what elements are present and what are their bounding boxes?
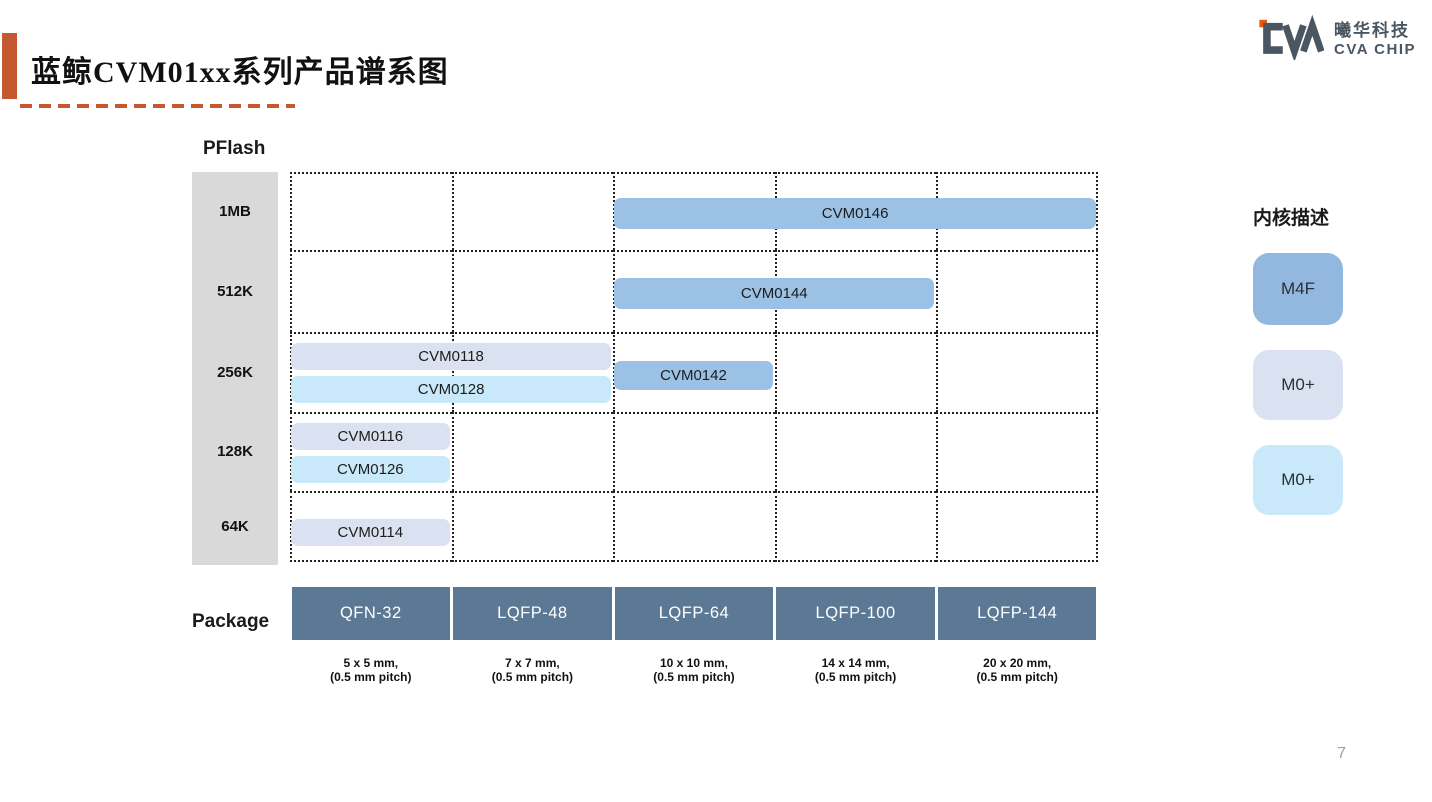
legend-core-m4f: M4F <box>1253 253 1343 325</box>
grid-cell <box>451 491 614 562</box>
flash-size-label-1mb: 1MB <box>219 202 251 220</box>
legend-core-m0p: M0+ <box>1253 350 1343 420</box>
product-bar-cvm0118: CVM0118 <box>291 343 612 370</box>
grid-cell <box>290 412 452 491</box>
grid-cell <box>774 332 937 412</box>
product-bar-cvm0128: CVM0128 <box>291 376 612 403</box>
grid-cell <box>774 412 937 491</box>
y-axis-title: PFlash <box>203 138 266 159</box>
logo-text: 曦华科技 CVA CHIP <box>1334 21 1416 58</box>
grid-cell <box>451 412 614 491</box>
grid-cell <box>613 491 775 562</box>
grid-cell <box>936 250 1098 332</box>
legend-title: 内核描述 <box>1253 208 1330 229</box>
grid-cell <box>451 250 614 332</box>
grid-cell <box>613 172 775 250</box>
grid-cell <box>613 412 775 491</box>
package-dimension-lqfp-64: 10 x 10 mm,(0.5 mm pitch) <box>653 656 735 684</box>
grid-cell <box>290 172 452 250</box>
grid-cell <box>451 332 614 412</box>
grid-cell <box>774 491 937 562</box>
package-header-lqfp-48: LQFP-48 <box>453 587 612 640</box>
package-dimension-lqfp-144: 20 x 20 mm,(0.5 mm pitch) <box>976 656 1058 684</box>
page-title: 蓝鲸CVM01xx系列产品谱系图 <box>31 56 449 89</box>
flash-size-label-256k: 256K <box>217 363 253 381</box>
grid-cell <box>451 172 614 250</box>
page-number: 7 <box>1337 745 1346 762</box>
title-accent-bar <box>2 33 17 99</box>
x-axis-title: Package <box>192 611 270 632</box>
product-bar-cvm0144: CVM0144 <box>614 277 935 309</box>
grid-cell <box>290 491 452 562</box>
product-bar-cvm0116: CVM0116 <box>291 423 450 450</box>
package-dimension-lqfp-100: 14 x 14 mm,(0.5 mm pitch) <box>814 656 897 684</box>
grid-cell <box>936 491 1098 562</box>
grid-cell <box>290 332 452 412</box>
flash-size-label-512k: 512K <box>217 282 253 300</box>
product-bar-cvm0142: CVM0142 <box>614 360 773 390</box>
package-header-lqfp-100: LQFP-100 <box>776 587 935 640</box>
title-dashed-underline <box>20 104 295 108</box>
grid-cell <box>936 412 1098 491</box>
company-name-en: CVA CHIP <box>1333 40 1416 58</box>
product-bar-cvm0146: CVM0146 <box>614 197 1096 229</box>
grid-cell <box>936 332 1098 412</box>
package-dimension-qfn-32: 5 x 5 mm,(0.5 mm pitch) <box>330 656 412 684</box>
package-header-lqfp-64: LQFP-64 <box>614 587 774 640</box>
grid-cell <box>613 332 775 412</box>
company-name-cn: 曦华科技 <box>1333 21 1410 41</box>
flash-size-label-64k: 64K <box>221 518 249 535</box>
product-bar-cvm0114: CVM0114 <box>291 519 450 546</box>
cva-logo-icon <box>1258 14 1325 65</box>
flash-axis-column <box>192 172 278 565</box>
company-logo: 曦华科技 CVA CHIP <box>1258 14 1416 65</box>
flash-size-label-128k: 128K <box>217 443 253 460</box>
legend-core-m0p: M0+ <box>1253 445 1343 515</box>
package-header-qfn-32: QFN-32 <box>291 587 451 640</box>
grid-cell <box>290 250 452 332</box>
product-bar-cvm0126: CVM0126 <box>291 456 450 483</box>
package-dimension-lqfp-48: 7 x 7 mm,(0.5 mm pitch) <box>491 656 574 684</box>
grid-cell <box>613 250 775 332</box>
package-header-lqfp-144: LQFP-144 <box>937 587 1097 640</box>
